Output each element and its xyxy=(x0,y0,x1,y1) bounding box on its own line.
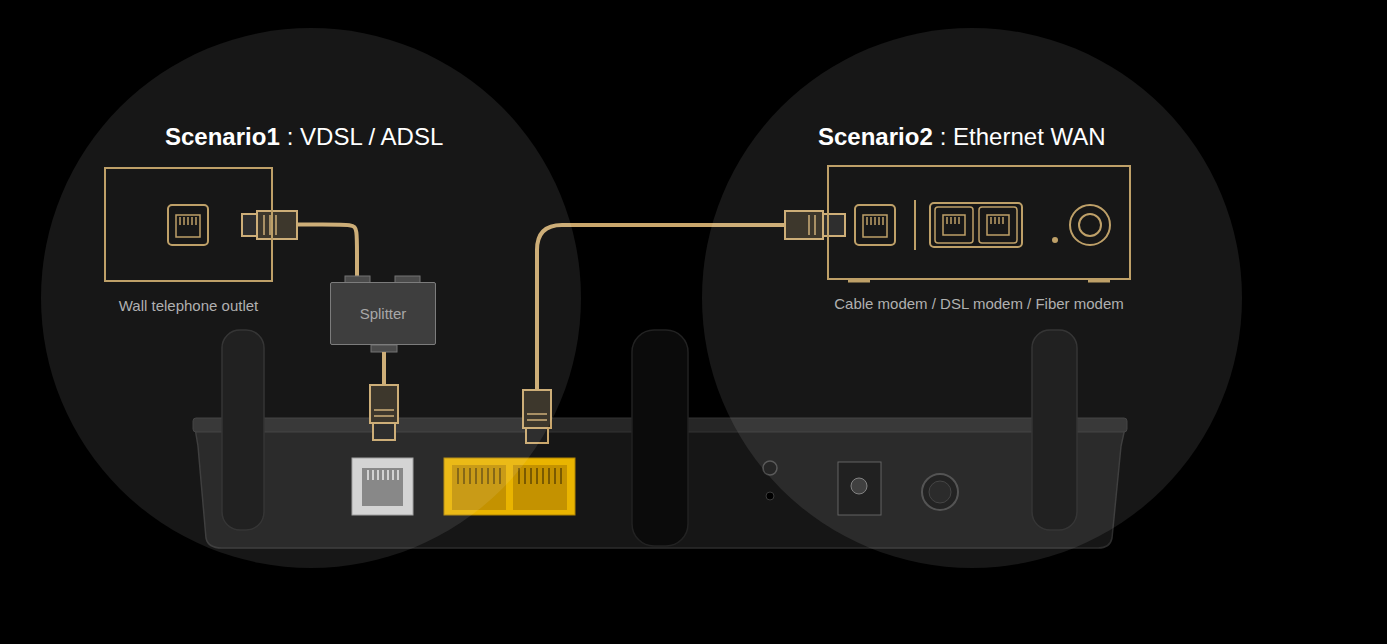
spotlight-circle xyxy=(702,28,1242,568)
box-label: Splitter xyxy=(360,305,407,323)
reset-hole xyxy=(766,492,774,500)
spotlight-circle xyxy=(702,28,1242,568)
scenario-circle: Cable modem / DSL modem / Fiber modemSce… xyxy=(702,28,1242,568)
scenario-type: : VDSL / ADSL xyxy=(287,123,444,150)
text-holder: Scenario2 : Ethernet WAN xyxy=(818,122,1106,152)
scenario-name: Scenario1 xyxy=(165,123,280,150)
scenario-circle: Wall telephone outletSplitterScenario1: … xyxy=(41,28,581,568)
spotlight-circle xyxy=(41,28,581,568)
text-holder: Scenario1 : VDSL / ADSL xyxy=(165,122,443,152)
ethernet-port-opening xyxy=(513,465,567,510)
scenario-name: Scenario2 xyxy=(818,123,933,150)
scenario-type: : Ethernet WAN xyxy=(940,123,1106,150)
text-holder: Splitter xyxy=(360,305,407,323)
spotlight-circle xyxy=(41,28,581,568)
antenna xyxy=(632,330,688,546)
